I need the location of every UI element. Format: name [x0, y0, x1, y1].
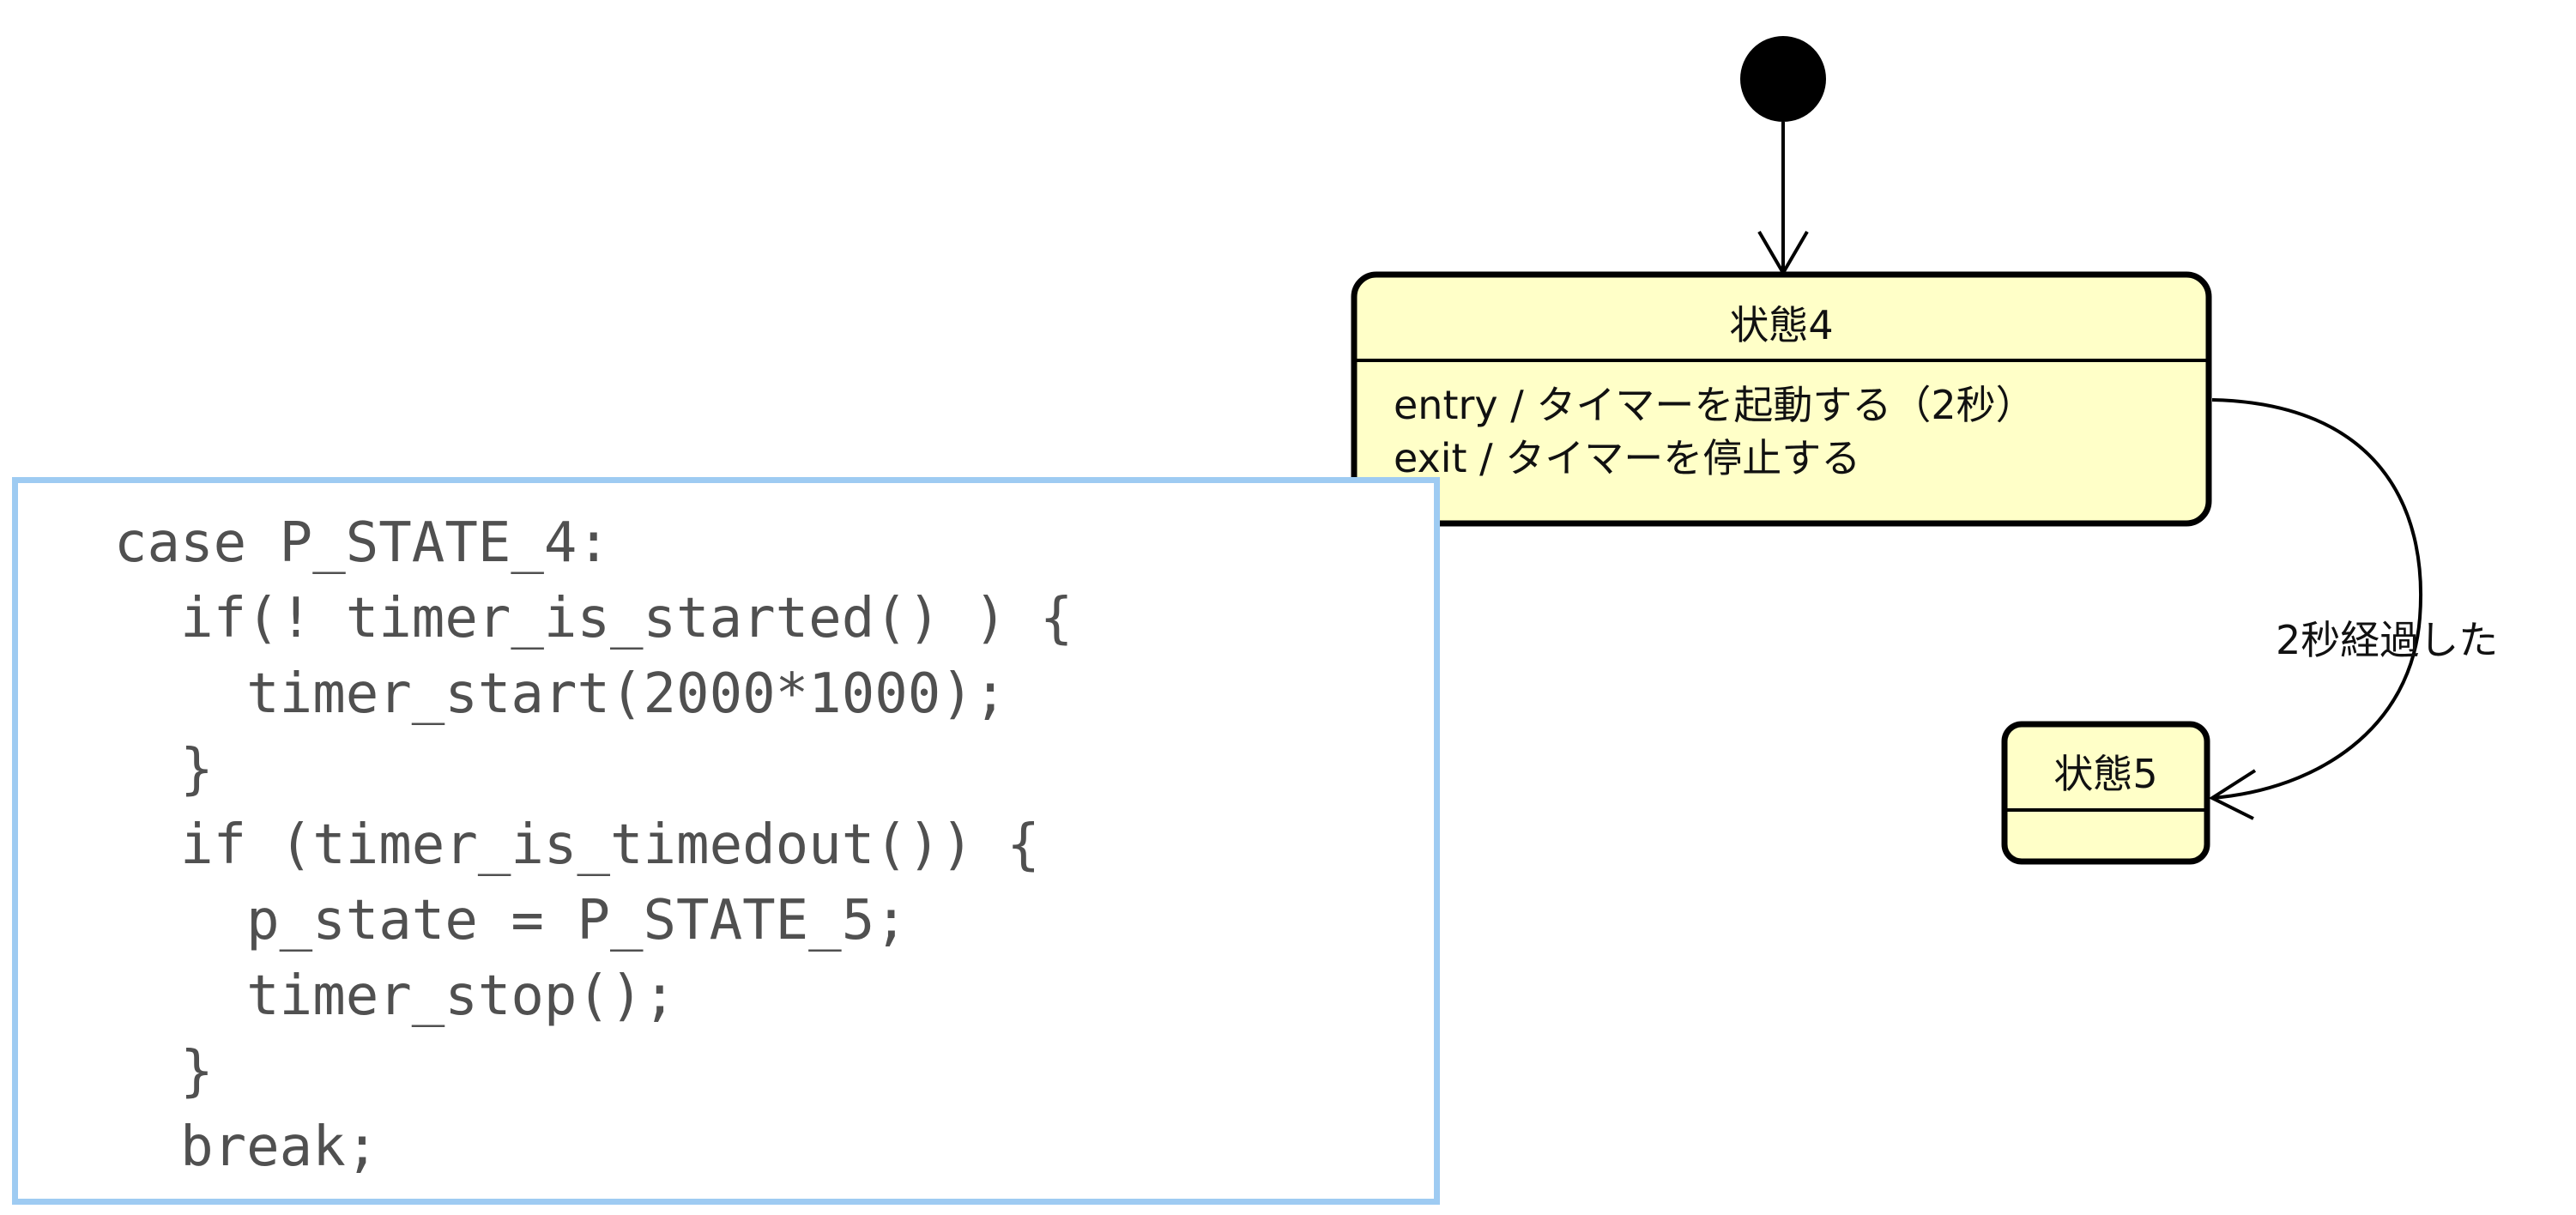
code-line: case P_STATE_4: — [114, 511, 610, 575]
code-line: timer_start(2000*1000); — [114, 662, 1007, 726]
state-4-box — [1351, 271, 2212, 527]
state-4-entry-activity: entry / タイマーを起動する（2秒） — [1394, 382, 2035, 428]
state-5-title: 状態5 — [2053, 751, 2157, 797]
state-4-exit-activity: exit / タイマーを停止する — [1394, 435, 1860, 481]
initial-pseudostate — [1740, 36, 1826, 122]
code-line: } — [114, 1040, 214, 1103]
transition-arrowhead — [2208, 769, 2257, 820]
code-line: if (timer_is_timedout()) { — [114, 813, 1040, 877]
state-5-box — [2001, 721, 2210, 865]
code-line: p_state = P_STATE_5; — [114, 889, 908, 952]
state-4[interactable]: 状態4 entry / タイマーを起動する（2秒） exit / タイマーを停止… — [1351, 271, 2212, 527]
code-line: } — [114, 738, 214, 801]
code-line: if(! timer_is_started() ) { — [114, 587, 1073, 650]
code-block: case P_STATE_4: if(! timer_is_started() … — [114, 505, 1073, 1185]
state-4-title: 状態4 — [1729, 302, 1833, 348]
transition-label: 2秒経過した — [2276, 617, 2498, 663]
code-panel: case P_STATE_4: if(! timer_is_started() … — [12, 477, 1440, 1205]
code-line: break; — [114, 1115, 379, 1179]
code-line: timer_stop(); — [114, 964, 677, 1028]
transition-curve[interactable] — [2211, 398, 2422, 800]
state-5[interactable]: 状態5 — [2001, 721, 2210, 865]
